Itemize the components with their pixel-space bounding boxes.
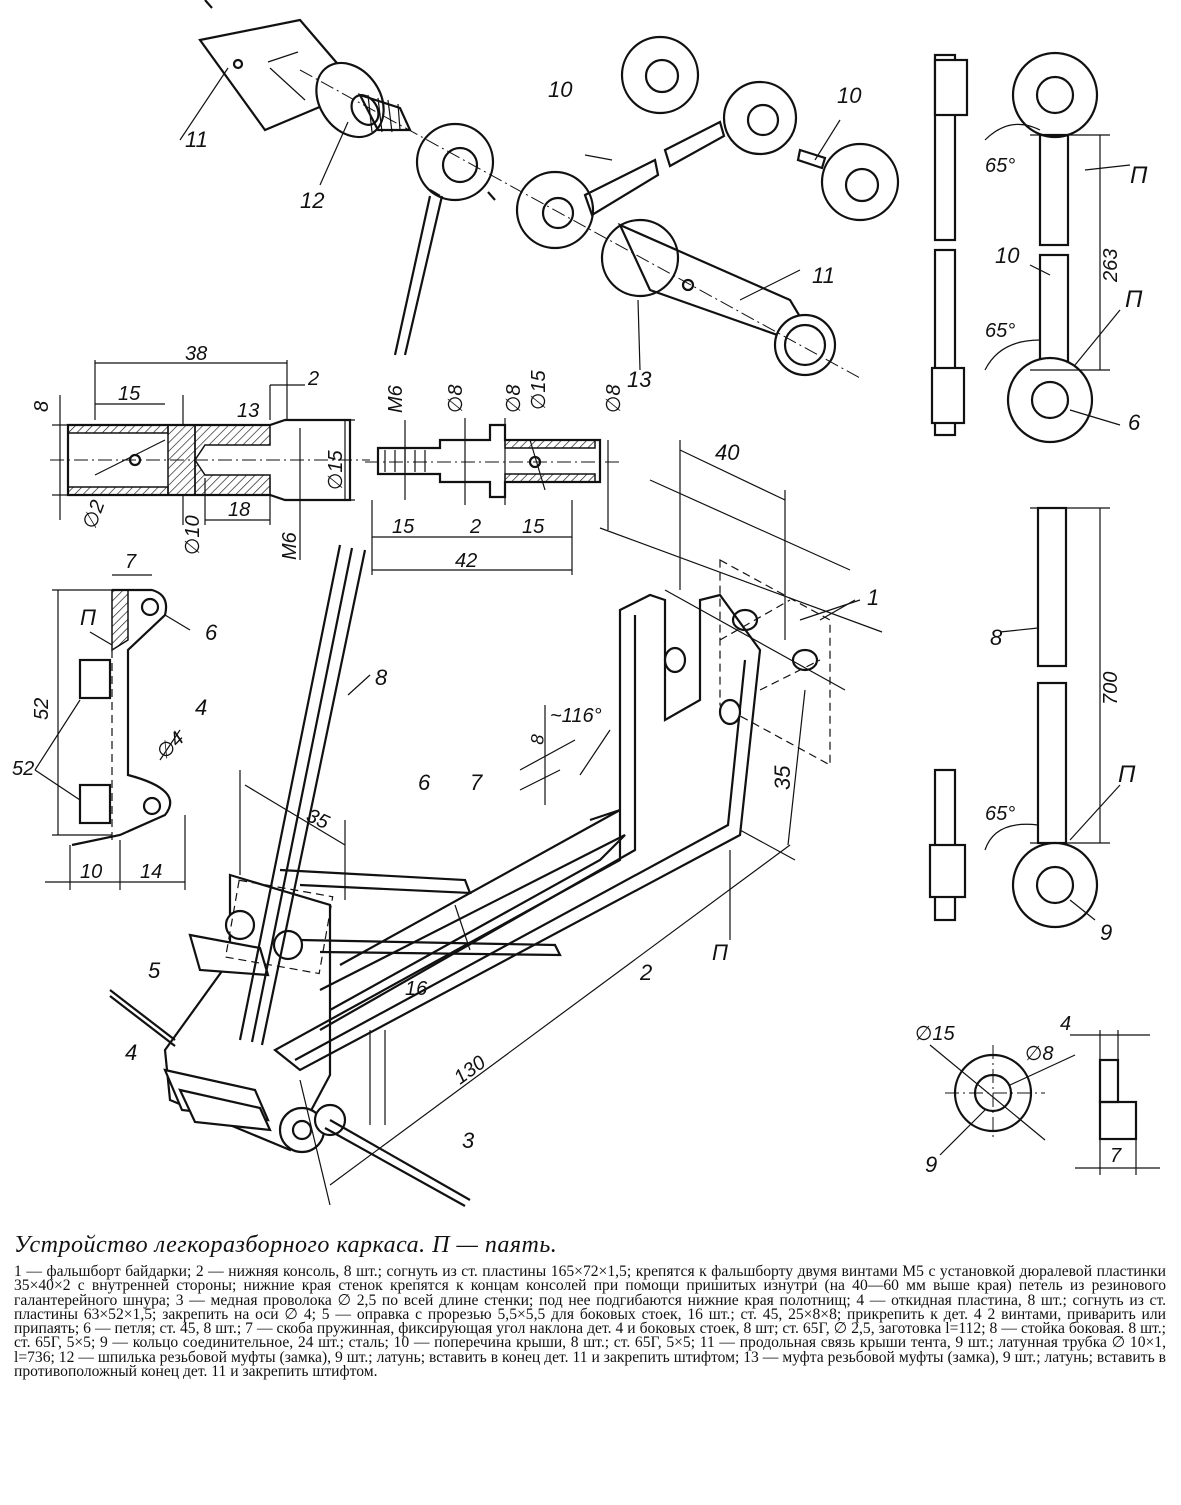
dim-18: 18 bbox=[228, 499, 250, 521]
dim-263: 263 bbox=[1100, 249, 1122, 283]
label-part-10b: 10 bbox=[837, 83, 862, 108]
dim-2b: 2 bbox=[469, 516, 481, 538]
dim-15a: 15 bbox=[118, 383, 141, 405]
label-solder-d: П bbox=[1125, 286, 1143, 313]
dim-35b: 35 bbox=[770, 765, 795, 790]
label-part-3: 3 bbox=[462, 1128, 475, 1153]
label-part-8b: 8 bbox=[990, 625, 1003, 650]
label-part-6b: 6 bbox=[418, 770, 431, 795]
label-part-7: 7 bbox=[470, 770, 483, 795]
dim-angle-116: ~116° bbox=[550, 705, 602, 727]
label-part-10c: 10 bbox=[995, 243, 1020, 268]
label-part-5: 5 bbox=[148, 958, 161, 983]
plate-4-side-view: 7 П 6 52 4 ∅4 52 10 14 bbox=[12, 551, 218, 890]
dim-15b: 15 bbox=[392, 516, 415, 538]
label-part-12: 12 bbox=[300, 188, 324, 213]
dim-phi15c: ∅15 bbox=[915, 1023, 956, 1045]
technical-drawing: 11 12 10 10 11 13 38 15 bbox=[12, 0, 1160, 1207]
label-part-8a: 8 bbox=[375, 665, 388, 690]
label-part-13a: 13 bbox=[627, 367, 652, 392]
label-part-11a: 11 bbox=[185, 127, 208, 152]
label-solder-e: П bbox=[1118, 761, 1136, 788]
figure-caption: Устройство легкоразборного каркаса. П — … bbox=[14, 1232, 1166, 1379]
dim-8a: 8 bbox=[31, 401, 53, 412]
dim-7a: 7 bbox=[125, 551, 137, 573]
dim-42: 42 bbox=[455, 550, 477, 572]
dim-phi15a: ∅15 bbox=[325, 449, 347, 490]
caption-title: Устройство легкоразборного каркаса. П — … bbox=[14, 1232, 558, 1258]
dim-phi4: ∅4 bbox=[153, 728, 189, 764]
dim-38: 38 bbox=[185, 343, 207, 365]
label-part-9b: 9 bbox=[925, 1152, 937, 1177]
part-10-detail: 65° П 10 263 П 65° 6 bbox=[930, 51, 1148, 444]
label-part-1: 1 bbox=[867, 585, 879, 610]
label-part-6c: 6 bbox=[1128, 410, 1141, 435]
label-part-4b: 4 bbox=[125, 1040, 137, 1065]
label-solder-b: П bbox=[712, 940, 728, 965]
label-part-2: 2 bbox=[639, 960, 652, 985]
dim-7b: 7 bbox=[1110, 1145, 1122, 1167]
part-8-detail: 8 700 П 65° 9 bbox=[928, 506, 1136, 945]
dim-52a: 52 bbox=[31, 698, 53, 720]
dim-40: 40 bbox=[715, 440, 740, 465]
dim-700: 700 bbox=[1100, 672, 1122, 705]
label-part-13-section: 13 bbox=[237, 400, 259, 422]
label-part-9a: 9 bbox=[1100, 920, 1112, 945]
roof-joint-exploded-view: 11 12 10 10 11 13 bbox=[179, 0, 900, 392]
frame-assembly-view: 40 1 8 8 ~116° 35 6 7 35 5 П 2 4 16 130 … bbox=[109, 440, 883, 1207]
label-part-11b: 11 bbox=[812, 263, 835, 288]
label-part-6a: 6 bbox=[205, 620, 218, 645]
dim-52b: 52 bbox=[12, 758, 34, 780]
dim-M6a: М6 bbox=[279, 531, 301, 560]
dim-4: 4 bbox=[1060, 1013, 1071, 1035]
dim-phi2: ∅2 bbox=[79, 497, 109, 531]
dim-phi8d: ∅8 bbox=[603, 384, 625, 413]
label-solder-c: П bbox=[1130, 162, 1148, 189]
dim-15c: 15 bbox=[522, 516, 545, 538]
caption-body: 1 — фальшборт байдарки; 2 — нижняя консо… bbox=[14, 1263, 1166, 1381]
label-solder-a: П bbox=[80, 605, 96, 630]
dim-phi15b: ∅15 bbox=[528, 369, 550, 410]
dim-angle-65c: 65° bbox=[985, 803, 1015, 825]
dim-2a: 2 bbox=[307, 368, 319, 390]
dim-8b: 8 bbox=[527, 734, 548, 746]
dim-10: 10 bbox=[80, 861, 102, 883]
dim-130: 130 bbox=[450, 1052, 490, 1089]
dim-14: 14 bbox=[140, 861, 162, 883]
dim-M6b: М6 bbox=[385, 384, 407, 413]
dim-phi10: ∅10 bbox=[182, 515, 204, 555]
label-part-4a: 4 bbox=[195, 695, 207, 720]
muff-13-section: 38 15 2 13 8 ∅2 18 ∅10 М6 ∅15 bbox=[31, 343, 370, 560]
dim-phi8e: ∅8 bbox=[1025, 1043, 1054, 1065]
ring-9-detail: ∅15 4 ∅8 9 7 bbox=[915, 1013, 1160, 1177]
label-part-10a: 10 bbox=[548, 77, 573, 102]
dim-phi8c: ∅8 bbox=[503, 384, 525, 413]
pin-12-section: М6 ∅8 ∅8 ∅15 ∅8 15 2 15 42 bbox=[365, 369, 625, 575]
dim-angle-65b: 65° bbox=[985, 320, 1015, 342]
dim-phi8b: ∅8 bbox=[445, 384, 467, 413]
dim-angle-65a: 65° bbox=[985, 155, 1015, 177]
dim-16: 16 bbox=[405, 978, 428, 1000]
